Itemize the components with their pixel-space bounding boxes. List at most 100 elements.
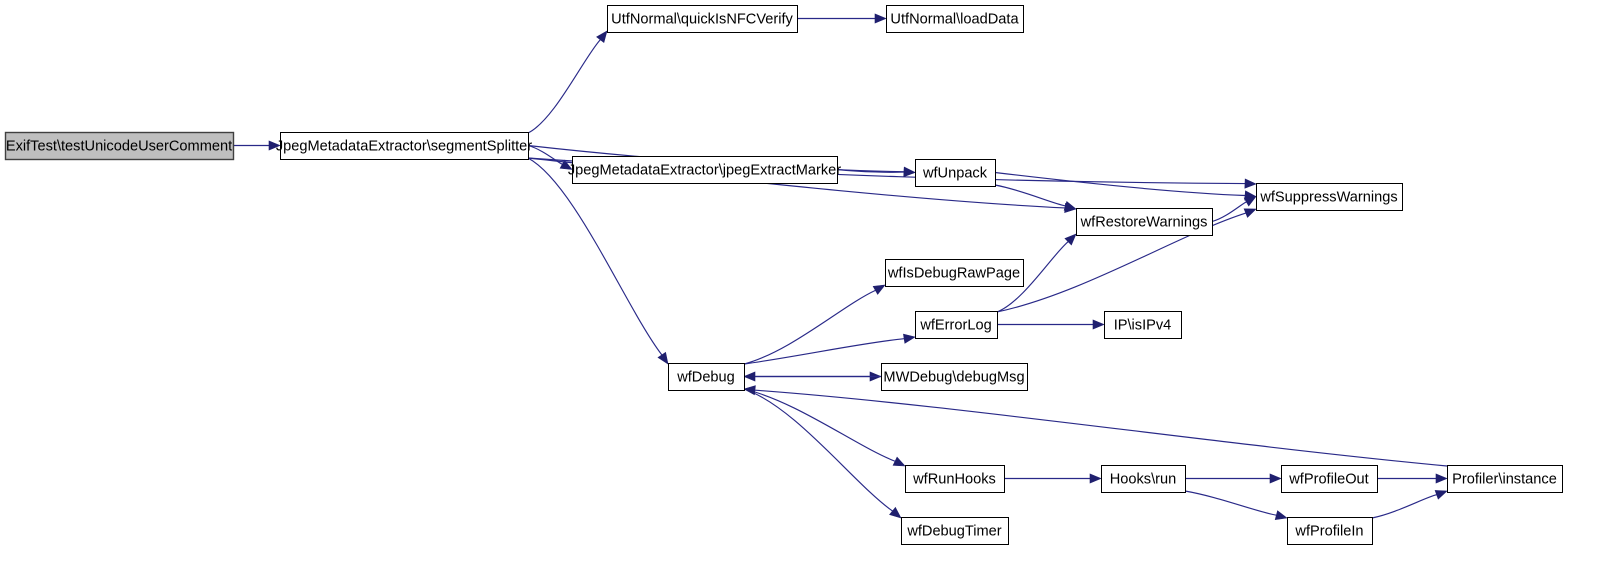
node-wf-debug[interactable]: wfDebug [668, 363, 745, 391]
edge-line [527, 157, 663, 356]
node-label: wfProfileOut [1288, 471, 1368, 487]
arrowhead-icon [903, 333, 916, 344]
node-label: Hooks\run [1110, 471, 1177, 487]
node-wf-run-hooks[interactable]: wfRunHooks [905, 465, 1005, 493]
node-exif-test-test-unicode-user-comment[interactable]: ExifTest\testUnicodeUserComment [4, 131, 235, 161]
edge-line [1371, 494, 1437, 519]
node-label: wfRunHooks [912, 471, 996, 487]
node-utf-normal-load-data[interactable]: UtfNormal\loadData [886, 5, 1024, 33]
arrowhead-icon [1435, 473, 1448, 484]
arrowhead-icon [1269, 473, 1282, 484]
arrowhead-icon [1274, 510, 1288, 520]
node-jpeg-metadata-extractor-segment-splitter[interactable]: JpegMetadataExtractor\segmentSplitter [276, 132, 532, 160]
edge-wf-run-hooks-to-hooks-run [1004, 473, 1102, 484]
node-wf-restore-warnings[interactable]: wfRestoreWarnings [1076, 208, 1213, 236]
edge-line [527, 144, 563, 165]
edge-line [743, 289, 876, 365]
node-profiler-instance[interactable]: Profiler\instance [1447, 465, 1563, 493]
node-mwdebug-debug-msg[interactable]: MWDebug\debugMsg [881, 363, 1028, 391]
edge-jpeg-metadata-extractor-segment-splitter-to-wf-debug [527, 157, 669, 365]
edge-jpeg-metadata-extractor-segment-splitter-to-jpeg-metadata-extractor-jpeg-extract-marker [527, 144, 573, 170]
arrowhead-icon [892, 456, 906, 467]
node-box[interactable] [1281, 465, 1378, 493]
edge-hooks-run-to-wf-profile-in [1184, 490, 1288, 520]
edge-wf-profile-in-to-profiler-instance [1371, 490, 1448, 519]
node-box[interactable] [881, 363, 1028, 391]
edge-jpeg-metadata-extractor-segment-splitter-to-utf-normal-quick-is-nfcverify [527, 30, 608, 134]
node-label: UtfNormal\quickIsNFCVerify [611, 11, 793, 27]
edge-line [754, 389, 1448, 467]
arrowhead-icon [1063, 200, 1077, 211]
edge-mwdebug-debug-msg-to-wf-debug [743, 371, 881, 382]
edge-layer [233, 13, 1448, 520]
node-box[interactable] [885, 259, 1024, 287]
arrowhead-icon [1434, 490, 1448, 500]
arrowhead-icon [874, 13, 887, 24]
arrowhead-icon [889, 506, 902, 519]
node-wf-suppress-warnings[interactable]: wfSuppressWarnings [1256, 183, 1403, 211]
node-box[interactable] [915, 311, 998, 339]
node-label: JpegMetadataExtractor\segmentSplitter [276, 138, 532, 154]
node-wf-is-debug-raw-page[interactable]: wfIsDebugRawPage [885, 259, 1024, 287]
node-label: wfProfileIn [1294, 523, 1363, 539]
node-box[interactable] [1447, 465, 1563, 493]
edge-line [996, 241, 1069, 313]
node-box[interactable] [572, 156, 838, 184]
edge-profiler-instance-to-wf-debug [743, 385, 1448, 467]
arrowhead-icon [743, 371, 756, 382]
node-box[interactable] [1256, 183, 1403, 211]
node-wf-profile-out[interactable]: wfProfileOut [1281, 465, 1378, 493]
edge-line [994, 171, 1246, 197]
node-wf-error-log[interactable]: wfErrorLog [915, 311, 998, 339]
arrowhead-icon [1243, 208, 1257, 218]
node-label: MWDebug\debugMsg [883, 369, 1024, 385]
node-label: ExifTest\testUnicodeUserComment [6, 138, 232, 154]
edge-jpeg-metadata-extractor-jpeg-extract-marker-to-wf-unpack [836, 167, 916, 178]
node-box[interactable] [886, 5, 1024, 33]
node-box[interactable] [915, 159, 996, 187]
node-box[interactable] [1076, 208, 1213, 236]
node-label: wfDebug [676, 369, 735, 385]
node-wf-unpack[interactable]: wfUnpack [915, 159, 996, 187]
node-utf-normal-quick-is-nfcverify[interactable]: UtfNormal\quickIsNFCVerify [607, 5, 798, 33]
arrowhead-icon [1064, 233, 1077, 246]
edge-line [836, 168, 905, 173]
edge-wf-error-log-to-wf-suppress-warnings [996, 208, 1257, 313]
node-label: wfUnpack [922, 165, 988, 181]
edge-wf-debug-to-wf-is-debug-raw-page [743, 284, 886, 365]
edge-wf-debug-to-wf-error-log [743, 333, 916, 365]
node-ip-is-ipv4[interactable]: IP\isIPv4 [1104, 311, 1182, 339]
node-label: Profiler\instance [1452, 471, 1557, 487]
node-box[interactable] [607, 5, 798, 33]
node-wf-debug-timer[interactable]: wfDebugTimer [901, 517, 1009, 545]
node-wf-profile-in[interactable]: wfProfileIn [1287, 517, 1373, 545]
arrowhead-icon [1092, 319, 1105, 330]
edge-line [743, 338, 905, 365]
edge-utf-normal-quick-is-nfcverify-to-utf-normal-load-data [797, 13, 887, 24]
node-hooks-run[interactable]: Hooks\run [1101, 465, 1186, 493]
edge-wf-restore-warnings-to-wf-suppress-warnings [1211, 196, 1257, 223]
edge-line [527, 39, 601, 134]
arrowhead-icon [903, 167, 916, 178]
arrowhead-icon [596, 30, 608, 44]
node-jpeg-metadata-extractor-jpeg-extract-marker[interactable]: JpegMetadataExtractor\jpegExtractMarker [568, 156, 841, 184]
node-box[interactable] [280, 132, 529, 160]
node-box[interactable] [901, 517, 1009, 545]
node-box[interactable] [668, 363, 745, 391]
edge-exif-test-test-unicode-user-comment-to-jpeg-metadata-extractor-segment-splitter [233, 140, 281, 151]
arrowhead-icon [872, 284, 886, 295]
node-box[interactable] [1101, 465, 1186, 493]
edge-line [994, 184, 1066, 207]
node-box[interactable] [4, 131, 235, 161]
node-box[interactable] [1287, 517, 1373, 545]
edge-wf-error-log-to-wf-restore-warnings [996, 233, 1077, 313]
edge-wf-error-log-to-ip-is-ipv4 [997, 319, 1105, 330]
node-label: JpegMetadataExtractor\jpegExtractMarker [568, 162, 841, 178]
node-box[interactable] [1104, 311, 1182, 339]
node-label: wfDebugTimer [906, 523, 1001, 539]
edge-line [1184, 490, 1277, 516]
node-box[interactable] [905, 465, 1005, 493]
arrowhead-icon [559, 159, 573, 170]
